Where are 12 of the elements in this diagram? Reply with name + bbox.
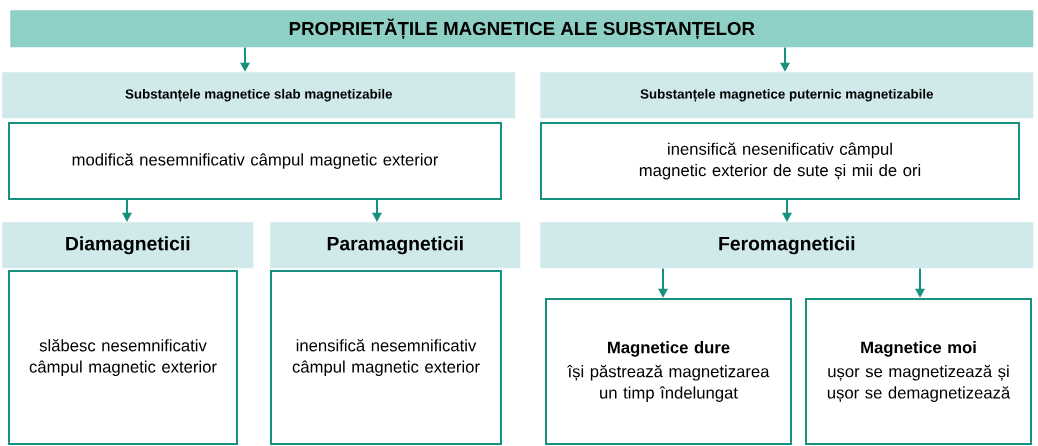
category-band: Diamagneticii: [2, 222, 254, 269]
description-box: Magnetice dure își păstrează magnetizarea un timp îndelungat: [545, 298, 792, 445]
category-band: Substanțele magnetice slab magnetizabile: [2, 72, 516, 119]
category-band: Substanțele magnetice puternic magnetizabile: [540, 72, 1034, 119]
description-box: Magnetice moi ușor se magnetizează și ușor se demagnetizează: [805, 298, 1032, 445]
category-band: Feromagneticii: [540, 222, 1034, 269]
description-box: inensifică nesenificativ câmpul magnetic exterior de sute și mii de ori: [540, 122, 1020, 200]
description-box: modifică nesemnificativ câmpul magnetic exterior: [8, 122, 502, 200]
description-box: slăbesc nesemnificativ câmpul magnetic exterior: [8, 270, 238, 445]
category-band: Paramagneticii: [270, 222, 521, 269]
title-banner: PROPRIETĂȚILE MAGNETICE ALE SUBSTANȚELOR: [10, 10, 1034, 48]
description-box: inensifică nesemnificativ câmpul magnetic exterior: [270, 270, 502, 445]
